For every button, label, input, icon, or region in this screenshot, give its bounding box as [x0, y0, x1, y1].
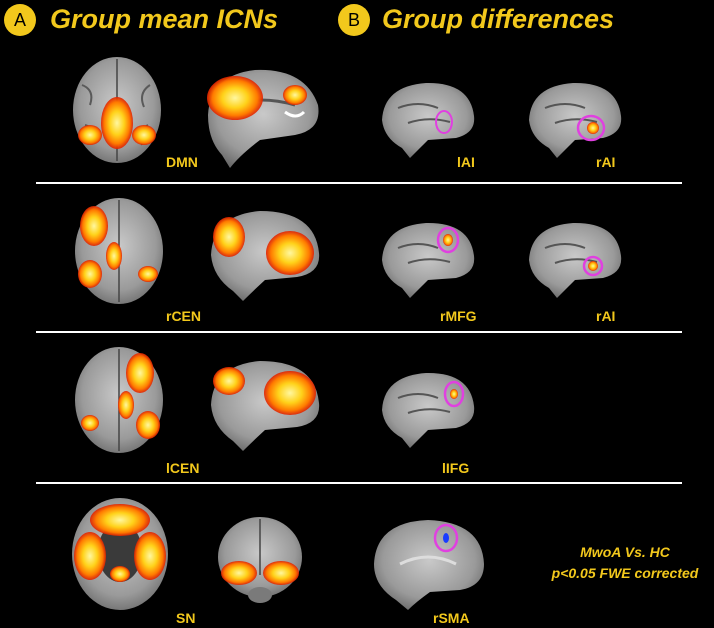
sn-axial-brain [72, 498, 168, 610]
rcen-axial-brain [75, 198, 163, 304]
row-divider-3 [36, 482, 682, 484]
network-label-rcen: rCEN [166, 308, 202, 324]
lcen-axial-brain [75, 347, 163, 453]
region-label-lai: lAI [457, 154, 475, 170]
rmfg-sagittal-brain [382, 222, 475, 298]
panel-b-badge: B [338, 4, 370, 36]
dmn-axial-brain [73, 57, 161, 163]
region-label-rmfg: rMFG [440, 308, 477, 324]
region-label-lifg: lIFG [442, 460, 470, 476]
network-label-lcen: lCEN [166, 460, 200, 476]
rai-sagittal-brain-2 [529, 222, 622, 298]
panel-a-title: Group mean ICNs [50, 4, 279, 34]
lifg-sagittal-brain [382, 372, 475, 448]
region-label-rsma: rSMA [433, 610, 470, 626]
region-label-rai-2: rAI [596, 308, 616, 324]
row-divider-1 [36, 182, 682, 184]
region-label-rai-1: rAI [596, 154, 616, 170]
network-label-dmn: DMN [166, 154, 198, 170]
rcen-sagittal-brain [211, 211, 320, 301]
panel-b-title: Group differences [382, 4, 615, 34]
dmn-sagittal-brain [207, 69, 319, 168]
rsma-sagittal-brain [374, 520, 484, 610]
sn-coronal-brain [218, 517, 302, 603]
panel-a-badge: A [4, 4, 36, 36]
comparison-note: MwoA Vs. HC p<0.05 FWE corrected [540, 542, 710, 584]
rai-sagittal-brain-1 [529, 82, 622, 158]
comparison-line: MwoA Vs. HC [580, 544, 670, 560]
lcen-sagittal-brain [211, 361, 320, 451]
threshold-line: p<0.05 FWE corrected [551, 565, 699, 581]
network-label-sn: SN [176, 610, 196, 626]
row-divider-2 [36, 331, 682, 333]
lai-sagittal-brain [382, 82, 475, 158]
